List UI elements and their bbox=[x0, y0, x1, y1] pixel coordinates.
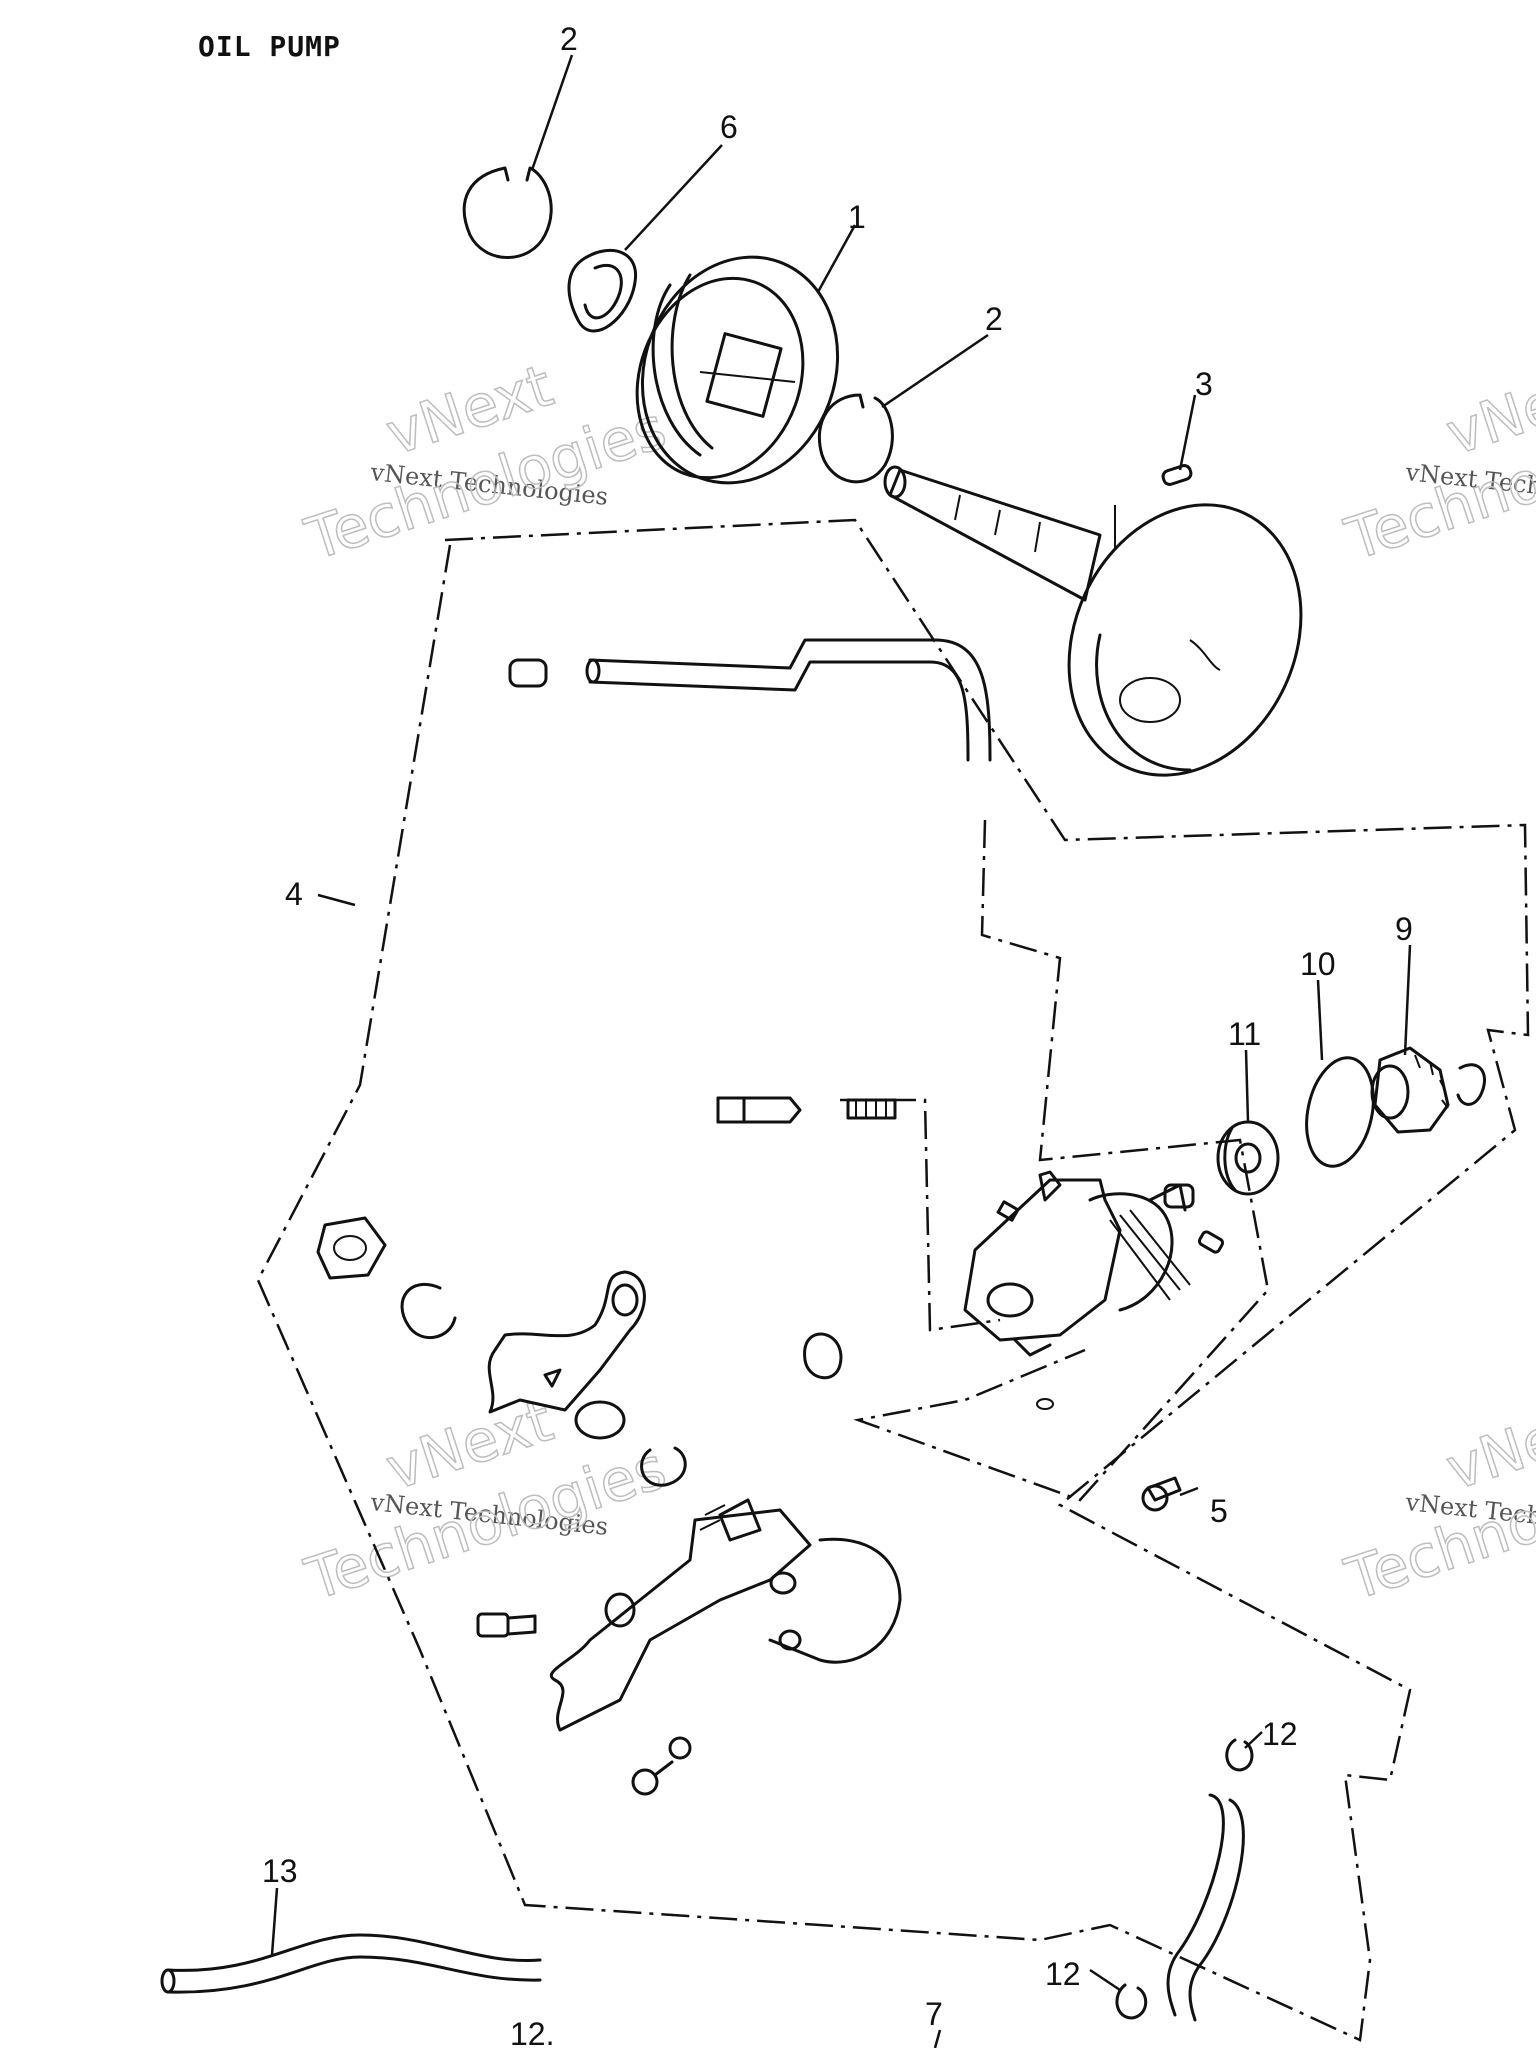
svg-text:vNext: vNext bbox=[1438, 1386, 1536, 1503]
gear-9 bbox=[1370, 1046, 1450, 1134]
pump-shaft bbox=[883, 465, 1303, 777]
callout-1: 1 bbox=[848, 199, 866, 235]
callout-10: 10 bbox=[1300, 946, 1336, 982]
gasket bbox=[803, 1332, 843, 1380]
callout-9: 9 bbox=[1395, 911, 1413, 947]
watermark-top-left: vNext vNext Technologies Technologies bbox=[297, 351, 675, 575]
nut-left bbox=[316, 1216, 387, 1280]
screw-5 bbox=[1141, 1476, 1182, 1512]
hose-clamp-12-lower bbox=[1115, 1983, 1148, 2020]
o-ring-10 bbox=[1305, 1056, 1375, 1168]
pump-subassembly-outline bbox=[853, 819, 1270, 1502]
callout-11: 11 bbox=[1228, 1016, 1261, 1052]
lever-bolt bbox=[476, 1612, 537, 1638]
callout-2-lower: 2 bbox=[985, 301, 1003, 337]
o-ring-6 bbox=[567, 248, 638, 333]
oil-pump-body bbox=[963, 1170, 1225, 1410]
watermark-mid-left: vNext vNext Technologies Technologies bbox=[297, 1386, 675, 1615]
oil-hose-right bbox=[1166, 1793, 1245, 2022]
pulley-gear-1 bbox=[635, 255, 840, 485]
callout-12-lower: 12 bbox=[1045, 1956, 1081, 1992]
washer-lower bbox=[668, 1736, 692, 1760]
hose-clamp-12-upper bbox=[1225, 1738, 1254, 1772]
callout-12-upper: 12 bbox=[1262, 1716, 1298, 1752]
washer-left bbox=[400, 1282, 457, 1340]
watermark-mid-right: vNext vNext Technologies Technologies bbox=[1337, 1386, 1536, 1615]
inner-leader-dashes bbox=[840, 1098, 1001, 1332]
callout-5: 5 bbox=[1210, 1493, 1228, 1529]
leader-lines bbox=[270, 54, 1412, 2048]
lower-screw bbox=[631, 1760, 674, 1796]
lever-plate bbox=[487, 1270, 646, 1440]
lever-arm bbox=[550, 1498, 902, 1732]
callout-12-bottom: 12. bbox=[510, 2016, 554, 2048]
oil-hose-upper bbox=[508, 638, 992, 762]
pin-3 bbox=[1161, 464, 1193, 486]
callout-3: 3 bbox=[1195, 366, 1213, 402]
watermark-top-right: vNext vNext Technologies Technologies bbox=[1337, 351, 1536, 575]
circlip-lower bbox=[817, 393, 894, 484]
washer-small bbox=[604, 1592, 636, 1628]
diagram-title: OIL PUMP bbox=[198, 30, 341, 63]
oil-hose-13 bbox=[160, 1933, 542, 1994]
callout-4: 4 bbox=[285, 876, 303, 912]
callout-2-upper: 2 bbox=[560, 21, 578, 57]
callout-7: 7 bbox=[925, 1996, 943, 2032]
circlip-upper bbox=[462, 166, 553, 259]
callout-6: 6 bbox=[720, 109, 738, 145]
circlip-9 bbox=[1456, 1063, 1486, 1106]
callout-13: 13 bbox=[262, 1853, 298, 1889]
spring-washer bbox=[640, 1446, 687, 1487]
bolt-and-stud bbox=[716, 1096, 897, 1124]
assembly-boundary-outline bbox=[256, 518, 1530, 2042]
